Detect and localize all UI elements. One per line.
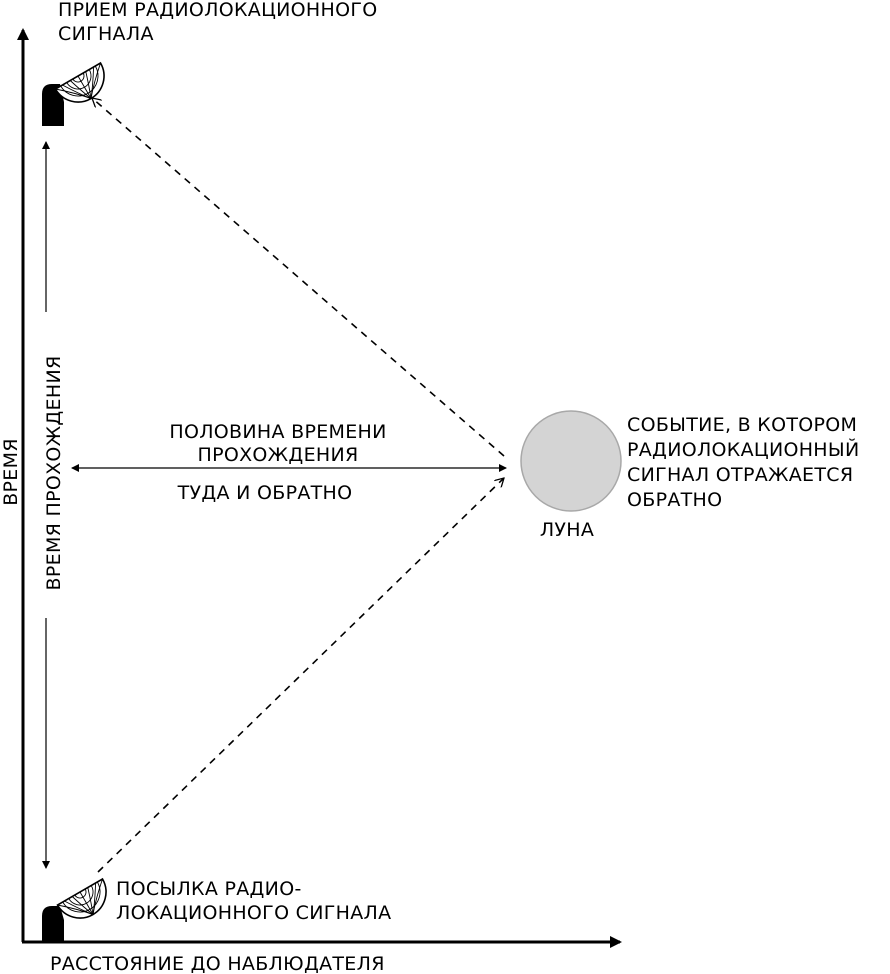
event-label-line1: СОБЫТИЕ, В КОТОРОМ — [627, 414, 857, 436]
half-time-label-line2: ПРОХОЖДЕНИЯ — [198, 444, 359, 466]
event-label-line4: ОБРАТНО — [627, 489, 722, 511]
half-time-label-line1: ПОЛОВИНА ВРЕМЕНИ — [169, 421, 386, 443]
x-axis-label: РАССТОЯНИЕ ДО НАБЛЮДАТЕЛЯ — [50, 953, 385, 974]
radar-dish-icon — [42, 61, 105, 126]
send-label-line2: ЛОКАЦИОННОГО СИГНАЛА — [116, 902, 391, 924]
radar-dish-icon — [42, 877, 107, 942]
half-time-label-line3: ТУДА И ОБРАТНО — [177, 482, 353, 504]
moon-label: ЛУНА — [540, 519, 594, 541]
send-label-line1: ПОСЫЛКА РАДИО- — [116, 878, 302, 900]
y-axis-label: ВРЕМЯ — [0, 438, 22, 506]
receive-label-line1: ПРИЕМ РАДИОЛОКАЦИОННОГО — [58, 0, 377, 21]
event-label-line3: СИГНАЛ ОТРАЖАЕТСЯ — [627, 464, 853, 486]
travel-time-label: ВРЕМЯ ПРОХОЖДЕНИЯ — [43, 356, 65, 591]
moon-circle — [520, 410, 622, 512]
signal-path-outgoing — [97, 478, 504, 873]
event-label-line2: РАДИОЛОКАЦИОННЫЙ — [627, 438, 859, 461]
signal-path-return — [92, 98, 505, 457]
receive-label-line2: СИГНАЛА — [58, 23, 154, 45]
